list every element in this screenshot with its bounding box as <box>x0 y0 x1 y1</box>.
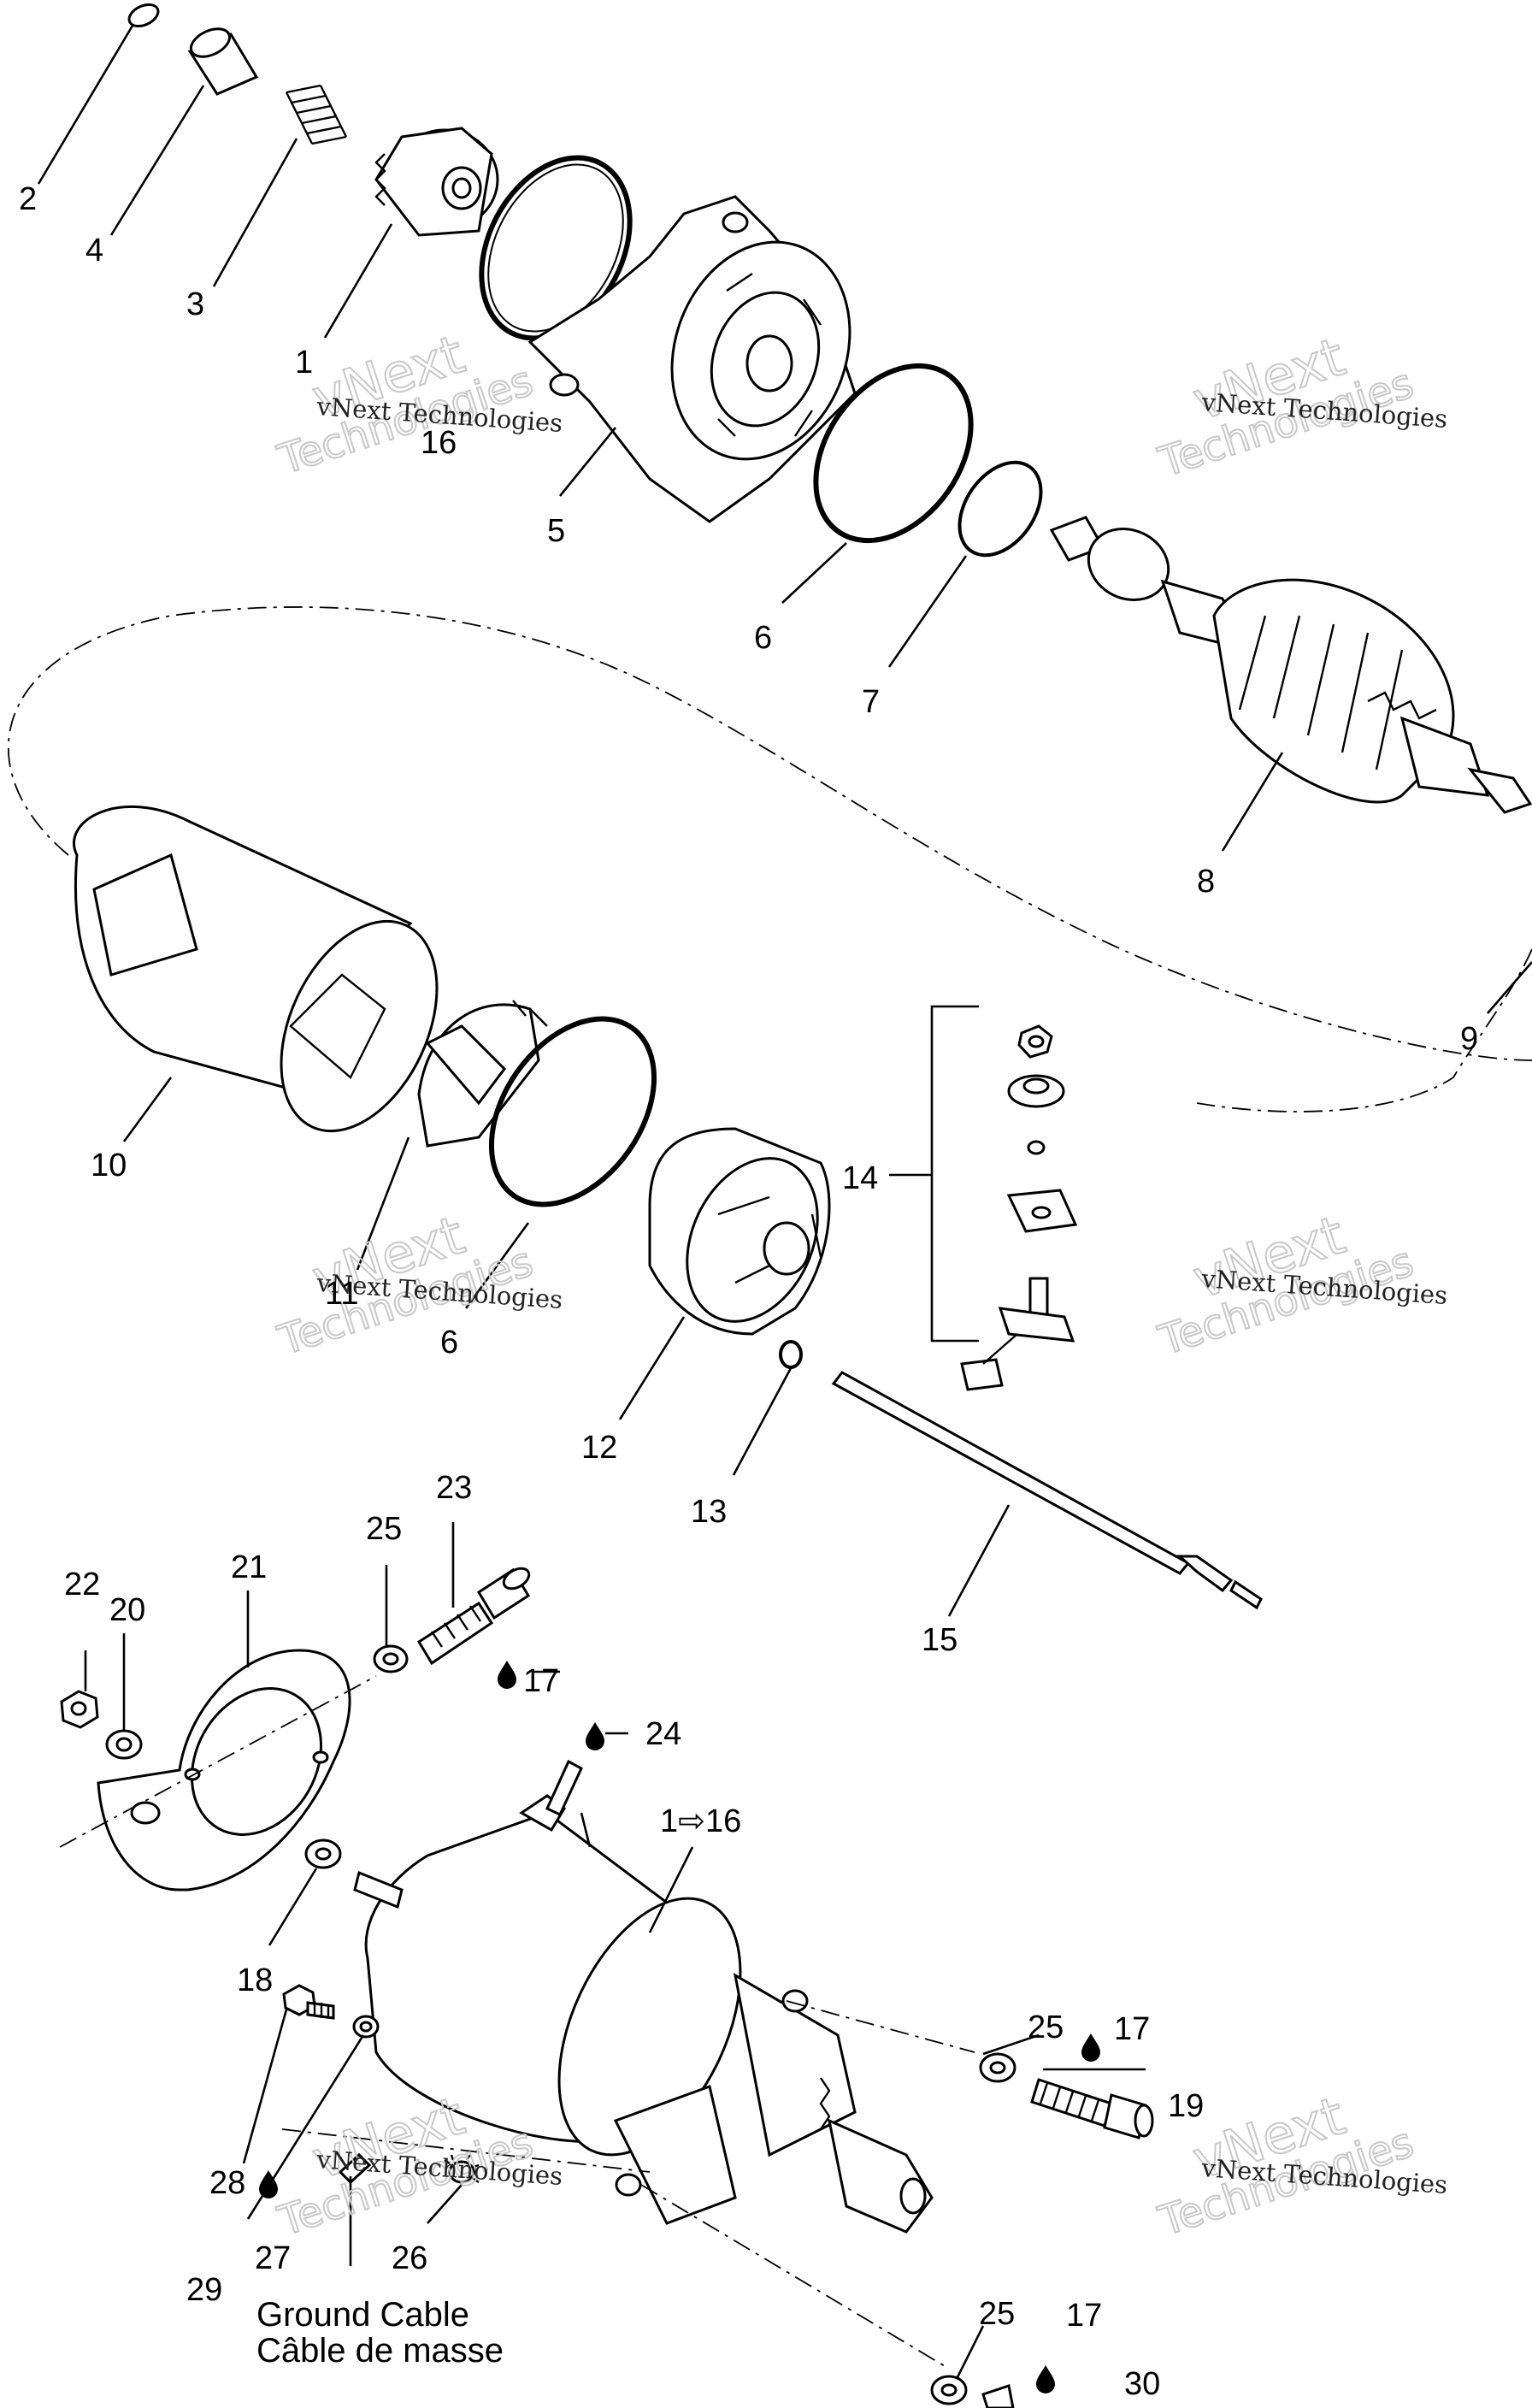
callout-27: 27 <box>255 2240 291 2276</box>
bottom-screw-part <box>981 2384 1015 2408</box>
leader-lines <box>37 25 1532 2378</box>
callout-29: 29 <box>186 2272 222 2308</box>
callout-13: 13 <box>691 1494 727 1530</box>
callout-2: 2 <box>19 181 37 217</box>
callout-8: 8 <box>1197 864 1215 900</box>
brush-plate-part <box>417 1000 548 1148</box>
callout-26: 26 <box>392 2240 427 2276</box>
ground-cable-label-en: Ground Cable <box>256 2296 469 2334</box>
callout-3: 3 <box>186 286 204 322</box>
callout-11: 11 <box>325 1276 358 1312</box>
watermark: vNext Technologies <box>272 322 540 485</box>
washer-part <box>352 2015 380 2039</box>
callout-30: 30 <box>1124 2366 1160 2402</box>
socket-screw-part <box>1030 2078 1154 2139</box>
callout-12: 12 <box>581 1430 617 1466</box>
callout-16: 16 <box>421 425 457 461</box>
callout-4: 4 <box>85 233 103 269</box>
nut-part <box>60 1690 99 1729</box>
ground-cable-label-fr: Câble de masse <box>256 2332 504 2370</box>
callout-10: 10 <box>91 1148 127 1183</box>
armature-group-outline <box>7 606 1532 1061</box>
brush-washer-part <box>1007 1074 1065 1108</box>
ground-cable-part <box>338 2152 372 2185</box>
armature-part <box>1049 516 1532 814</box>
callout-1-to-16: 1⇨16 <box>660 1803 741 1839</box>
drop-icon <box>259 2170 278 2198</box>
brush-nut-part <box>1017 1024 1053 1059</box>
bushing-part <box>187 27 259 96</box>
washer-part <box>304 1838 342 1869</box>
callout-14: 14 <box>842 1160 878 1196</box>
callout-24: 24 <box>645 1716 681 1752</box>
front-cover-part <box>527 195 857 523</box>
brush-small-ring-part <box>1027 1140 1046 1155</box>
callout-9: 9 <box>1460 1021 1478 1057</box>
hex-bolt-part <box>282 1984 335 2020</box>
o-ring-large-inner <box>487 163 624 333</box>
flange-bolt-axis-line <box>786 2000 975 2053</box>
o-ring-part <box>813 363 974 544</box>
o-ring-small-part <box>779 1340 803 1369</box>
socket-screw-part <box>416 1567 531 1666</box>
snap-ring-part <box>127 3 160 28</box>
callout-7: 7 <box>862 684 880 720</box>
brush-bracket-line <box>930 1005 979 1343</box>
bracket-axis-line <box>59 1675 377 1848</box>
toothed-washer-part <box>444 2154 480 2184</box>
support-bracket-part <box>97 1649 351 1892</box>
callout-21: 21 <box>231 1549 267 1585</box>
motor-axis-line <box>281 2128 651 2173</box>
callout-25-b: 25 <box>1028 2010 1064 2045</box>
brush-terminal-part <box>960 1277 1075 1391</box>
callout-6: 6 <box>754 620 772 656</box>
drop-icon <box>586 1722 604 1750</box>
callout-20: 20 <box>109 1592 145 1628</box>
callout-1: 1 <box>295 345 313 381</box>
callout-6-b: 6 <box>440 1325 458 1360</box>
washer-part <box>979 2052 1016 2083</box>
callout-23: 23 <box>436 1470 472 1506</box>
callout-18: 18 <box>237 1962 273 1998</box>
yoke-housing-part <box>73 806 439 1133</box>
drive-pinion-part <box>374 127 499 237</box>
callout-25: 25 <box>366 1511 402 1547</box>
washer-part <box>930 2375 968 2405</box>
spring-part <box>285 84 348 145</box>
o-ring-part <box>488 1016 657 1207</box>
starter-motor-part <box>353 1759 934 2234</box>
drop-icon <box>498 1661 516 1689</box>
callout-15: 15 <box>922 1622 958 1658</box>
washer-part <box>373 1644 409 1673</box>
brush-insulator-part <box>1006 1189 1078 1233</box>
callout-19: 19 <box>1168 2088 1204 2124</box>
callout-22: 22 <box>64 1567 100 1602</box>
callout-17-c: 17 <box>1066 2298 1102 2334</box>
armature-group-outline-right <box>1196 948 1532 1113</box>
o-ring-small-part <box>958 460 1043 558</box>
callout-17: 17 <box>523 1663 559 1699</box>
callout-5: 5 <box>547 513 565 549</box>
lock-washer-part <box>105 1729 143 1760</box>
drop-icon <box>1081 2033 1100 2062</box>
callout-25-c: 25 <box>979 2296 1015 2332</box>
end-cover-part <box>648 1127 831 1336</box>
through-bolt-part <box>831 1371 1263 1610</box>
o-ring-large-part <box>479 155 633 341</box>
drop-icon <box>1036 2365 1055 2393</box>
callout-17-b: 17 <box>1114 2011 1150 2047</box>
callout-28: 28 <box>209 2165 245 2201</box>
flange-bolt-axis-line-lower <box>640 2184 950 2370</box>
